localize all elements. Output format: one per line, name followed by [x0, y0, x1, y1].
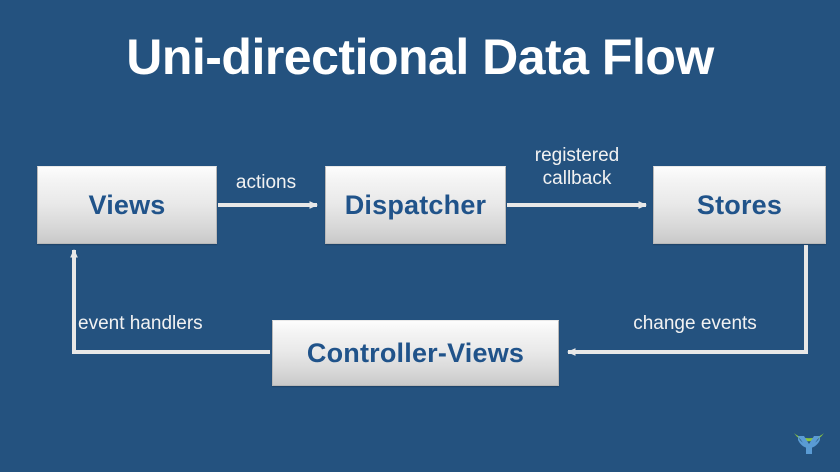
arrow-controller-views-to-views	[70, 248, 270, 354]
logo-mark-icon	[794, 433, 824, 454]
node-stores-label: Stores	[696, 189, 783, 220]
edge-label-change-events: change events	[633, 313, 757, 334]
node-stores[interactable]: Stores	[653, 166, 826, 244]
node-dispatcher-label: Dispatcher	[344, 189, 487, 220]
node-views-label: Views	[88, 189, 166, 220]
page-title: Uni-directional Data Flow	[126, 29, 714, 85]
node-controller-views[interactable]: Controller-Views	[272, 320, 559, 386]
arrow-stores-to-controller-views	[566, 245, 808, 356]
edge-label-actions: actions	[235, 172, 297, 193]
edge-label-event-handlers: event handlers	[78, 313, 203, 334]
node-controller-views-label: Controller-Views	[306, 337, 525, 368]
edge-label-registered-callback: registered callback	[534, 145, 620, 189]
node-dispatcher[interactable]: Dispatcher	[325, 166, 506, 244]
node-views[interactable]: Views	[37, 166, 217, 244]
